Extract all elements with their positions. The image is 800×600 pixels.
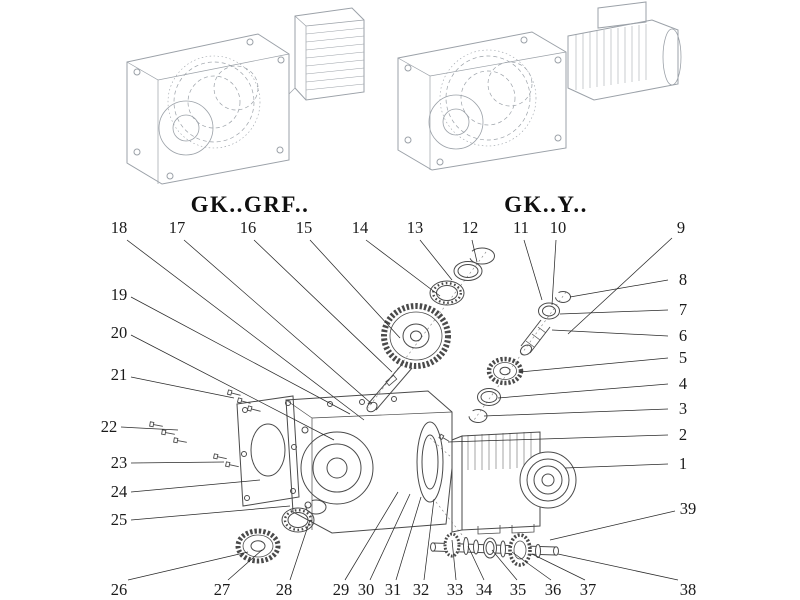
- leader-line-7: [559, 309, 669, 315]
- leader-line-23: [130, 461, 225, 464]
- model-heading-grf: GK..GRF..: [191, 192, 310, 217]
- part-number-28: 28: [276, 580, 293, 599]
- leader-line-30: [369, 493, 411, 581]
- part-number-1: 1: [679, 454, 687, 473]
- assembly-axis-lines: [367, 251, 567, 541]
- part-number-13: 13: [407, 218, 424, 237]
- flange-plate: [236, 395, 300, 507]
- leader-line-16: [253, 239, 393, 373]
- part-number-27: 27: [214, 580, 231, 599]
- part-number-39: 39: [680, 499, 697, 518]
- part-number-23: 23: [111, 453, 128, 472]
- part-number-36: 36: [545, 580, 562, 599]
- part-number-17: 17: [169, 218, 186, 237]
- leader-line-2: [447, 434, 669, 443]
- leader-line-32: [423, 498, 435, 581]
- leader-line-17: [183, 239, 373, 405]
- gear-housing: [285, 390, 453, 534]
- leader-line-29: [344, 491, 399, 581]
- part-number-9: 9: [677, 218, 685, 237]
- leader-line-13: [419, 239, 453, 281]
- leader-line-33: [451, 539, 457, 581]
- part-number-6: 6: [679, 326, 687, 345]
- leader-line-3: [483, 408, 669, 417]
- leader-line-1: [564, 463, 669, 469]
- leader-line-36: [511, 551, 552, 581]
- leader-line-11: [523, 239, 543, 301]
- input-pinion-set: [468, 291, 571, 423]
- leader-line-25: [130, 505, 291, 521]
- leader-line-35: [491, 549, 518, 581]
- part-number-16: 16: [240, 218, 257, 237]
- leader-line-21: [130, 376, 235, 399]
- part-number-25: 25: [111, 510, 128, 529]
- part-number-22: 22: [101, 417, 118, 436]
- part-number-15: 15: [296, 218, 313, 237]
- part-number-10: 10: [550, 218, 567, 237]
- part-number-12: 12: [462, 218, 479, 237]
- part-number-14: 14: [352, 218, 369, 237]
- output-shaft-assembly: [430, 532, 559, 567]
- part-number-33: 33: [447, 580, 464, 599]
- leader-line-39: [549, 510, 676, 541]
- part-number-30: 30: [358, 580, 375, 599]
- part-number-31: 31: [385, 580, 402, 599]
- leader-line-37: [531, 553, 586, 581]
- leader-line-5: [519, 357, 669, 373]
- electric-motor: [451, 431, 577, 535]
- part-number-26: 26: [111, 580, 128, 599]
- part-number-11: 11: [513, 218, 529, 237]
- part-number-35: 35: [510, 580, 527, 599]
- part-number-32: 32: [413, 580, 430, 599]
- part-number-5: 5: [679, 348, 687, 367]
- part-number-24: 24: [111, 482, 128, 501]
- leader-line-28: [289, 519, 311, 581]
- part-number-8: 8: [679, 270, 687, 289]
- leader-line-22: [120, 426, 179, 431]
- leader-line-24: [130, 479, 261, 493]
- part-number-18: 18: [111, 218, 128, 237]
- exploded-view-drawing: [149, 247, 577, 567]
- bolt-set: [149, 389, 449, 468]
- model-heading-y: GK..Y..: [504, 192, 588, 217]
- leader-line-8: [569, 279, 669, 298]
- leader-line-10: [551, 239, 557, 306]
- part-callouts: 1234567891011121314151617181920212223242…: [101, 218, 697, 599]
- part-number-29: 29: [333, 580, 350, 599]
- leader-line-4: [497, 383, 669, 399]
- leader-line-34: [467, 545, 485, 581]
- leader-line-38: [557, 553, 679, 581]
- leader-line-27: [227, 549, 263, 581]
- part-number-21: 21: [111, 365, 128, 384]
- leader-line-9: [567, 237, 673, 335]
- gearbox-drawing-y: [397, 1, 682, 171]
- part-number-4: 4: [679, 374, 687, 393]
- output-bearing-set: [235, 499, 327, 564]
- leader-line-14: [365, 239, 441, 297]
- leader-line-31: [395, 496, 422, 581]
- part-number-7: 7: [679, 300, 687, 319]
- leader-line-15: [309, 239, 401, 339]
- main-gear-shaft-set: [366, 247, 495, 413]
- part-number-34: 34: [476, 580, 493, 599]
- part-number-38: 38: [680, 580, 697, 599]
- part-number-2: 2: [679, 425, 687, 444]
- part-number-20: 20: [111, 323, 128, 342]
- part-number-19: 19: [111, 285, 128, 304]
- leader-line-20: [130, 334, 335, 441]
- leader-line-18: [126, 239, 365, 421]
- leader-lines: [120, 237, 679, 581]
- gearbox-drawing-grf: [126, 7, 365, 185]
- part-number-3: 3: [679, 399, 687, 418]
- leader-line-12: [471, 239, 478, 263]
- leader-line-26: [127, 551, 249, 581]
- part-number-37: 37: [580, 580, 597, 599]
- leader-line-19: [130, 296, 351, 415]
